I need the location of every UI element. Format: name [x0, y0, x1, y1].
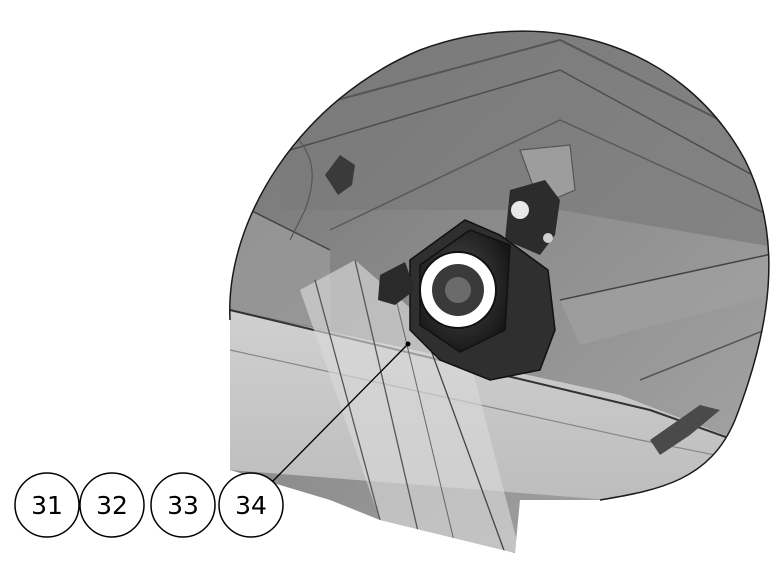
balloon-34-circle: [218, 472, 284, 538]
balloon-33: 33: [150, 472, 216, 538]
balloon-32: 32: [79, 472, 145, 538]
balloon-34: 34: [218, 472, 284, 538]
detail-view-region: [229, 31, 769, 553]
balloon-31: 31: [14, 472, 80, 538]
leader-line: [271, 343, 409, 483]
balloon-33-circle: [150, 472, 216, 538]
balloon-34-label: 34: [235, 491, 267, 520]
balloon-32-label: 32: [96, 491, 128, 520]
balloon-32-circle: [79, 472, 145, 538]
balloon-31-label: 31: [31, 491, 63, 520]
detail-view-outline: [229, 30, 770, 501]
balloon-33-label: 33: [167, 491, 199, 520]
balloon-31-circle: [14, 472, 80, 538]
